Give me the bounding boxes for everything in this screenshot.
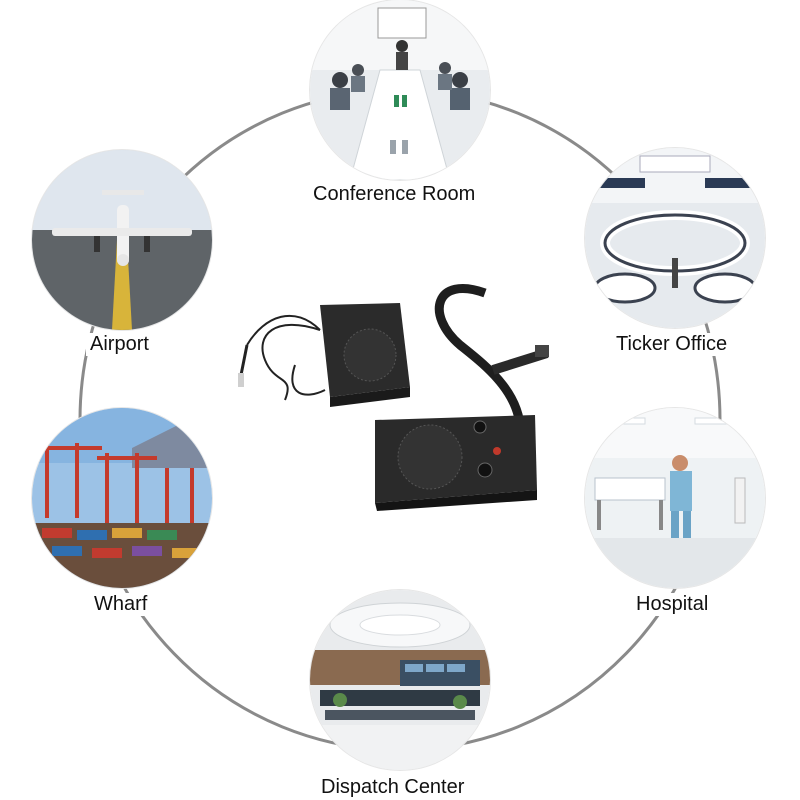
conference-room-photo [310, 0, 490, 180]
conference-room-label: Conference Room [309, 183, 480, 206]
hospital-photo [585, 408, 765, 588]
airport-photo [32, 150, 212, 330]
ticker-office-photo [585, 148, 765, 328]
wharf-label: Wharf [90, 593, 152, 616]
hospital-label: Hospital [632, 593, 713, 616]
airport-label: Airport [86, 333, 153, 356]
ticker-office-label: Ticker Office [612, 333, 732, 356]
wharf-photo [32, 408, 212, 588]
dispatch-center-label: Dispatch Center [317, 776, 469, 799]
dispatch-center-photo [310, 590, 490, 770]
window-intercom-system [235, 275, 565, 515]
